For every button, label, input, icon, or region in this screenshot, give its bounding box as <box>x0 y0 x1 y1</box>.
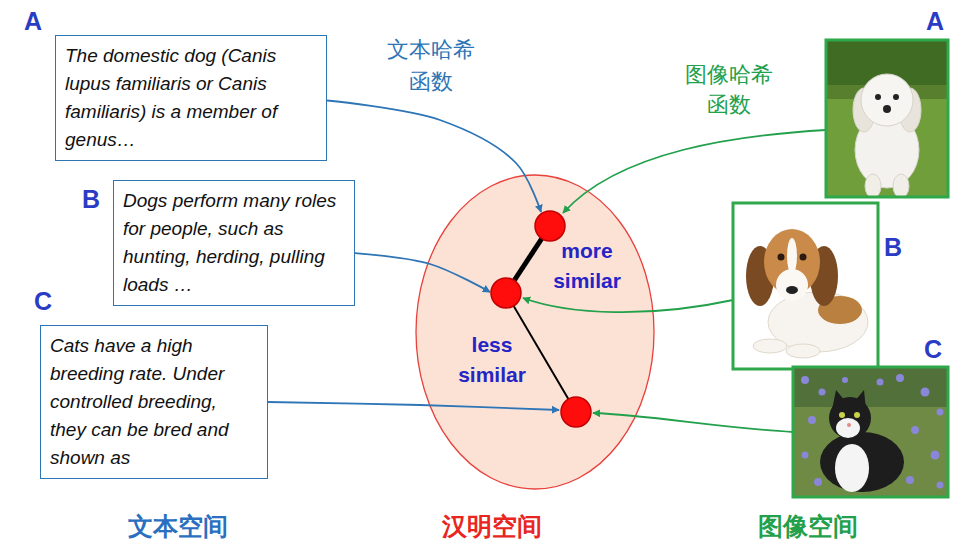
hash-point <box>561 397 591 427</box>
text-box: The domestic dog (Canis lupus familiaris… <box>55 35 327 161</box>
text-box: Dogs perform many roles for people, such… <box>113 180 355 306</box>
dog-photo <box>826 40 948 197</box>
text-passage: The domestic dog (Canis lupus familiaris… <box>65 42 317 154</box>
space-title: 文本空间 <box>118 510 238 542</box>
callout-letter: C <box>30 286 56 316</box>
photo-frame <box>793 367 948 497</box>
circle-outline <box>415 174 655 490</box>
callout-letter: A <box>922 6 948 36</box>
hash-point <box>535 211 565 241</box>
cat-photo <box>793 367 948 497</box>
space-title: 汉明空间 <box>432 510 552 542</box>
function-label: 图像哈希函数 <box>682 60 776 120</box>
photo-frame <box>826 40 948 197</box>
hamming-space-circle: more similarless similar <box>415 174 655 490</box>
image-arrow <box>563 130 826 213</box>
text-box: Cats have a high breeding rate. Under co… <box>40 325 268 479</box>
space-title: 图像空间 <box>748 510 868 542</box>
function-label: 文本哈希函数 <box>384 34 478 98</box>
hamming-space-outline <box>416 175 654 489</box>
similarity-label: less similar <box>442 330 542 390</box>
callout-letter: C <box>920 334 946 364</box>
text-passage: Cats have a high breeding rate. Under co… <box>50 332 258 472</box>
hash-point <box>491 278 521 308</box>
photo-frame <box>733 203 878 369</box>
text-passage: Dogs perform many roles for people, such… <box>123 187 345 299</box>
beagle-photo <box>733 203 878 369</box>
similarity-label: more similar <box>542 236 632 296</box>
callout-letter: B <box>880 232 906 262</box>
callout-letter: A <box>20 6 46 36</box>
callout-letter: B <box>78 184 104 214</box>
